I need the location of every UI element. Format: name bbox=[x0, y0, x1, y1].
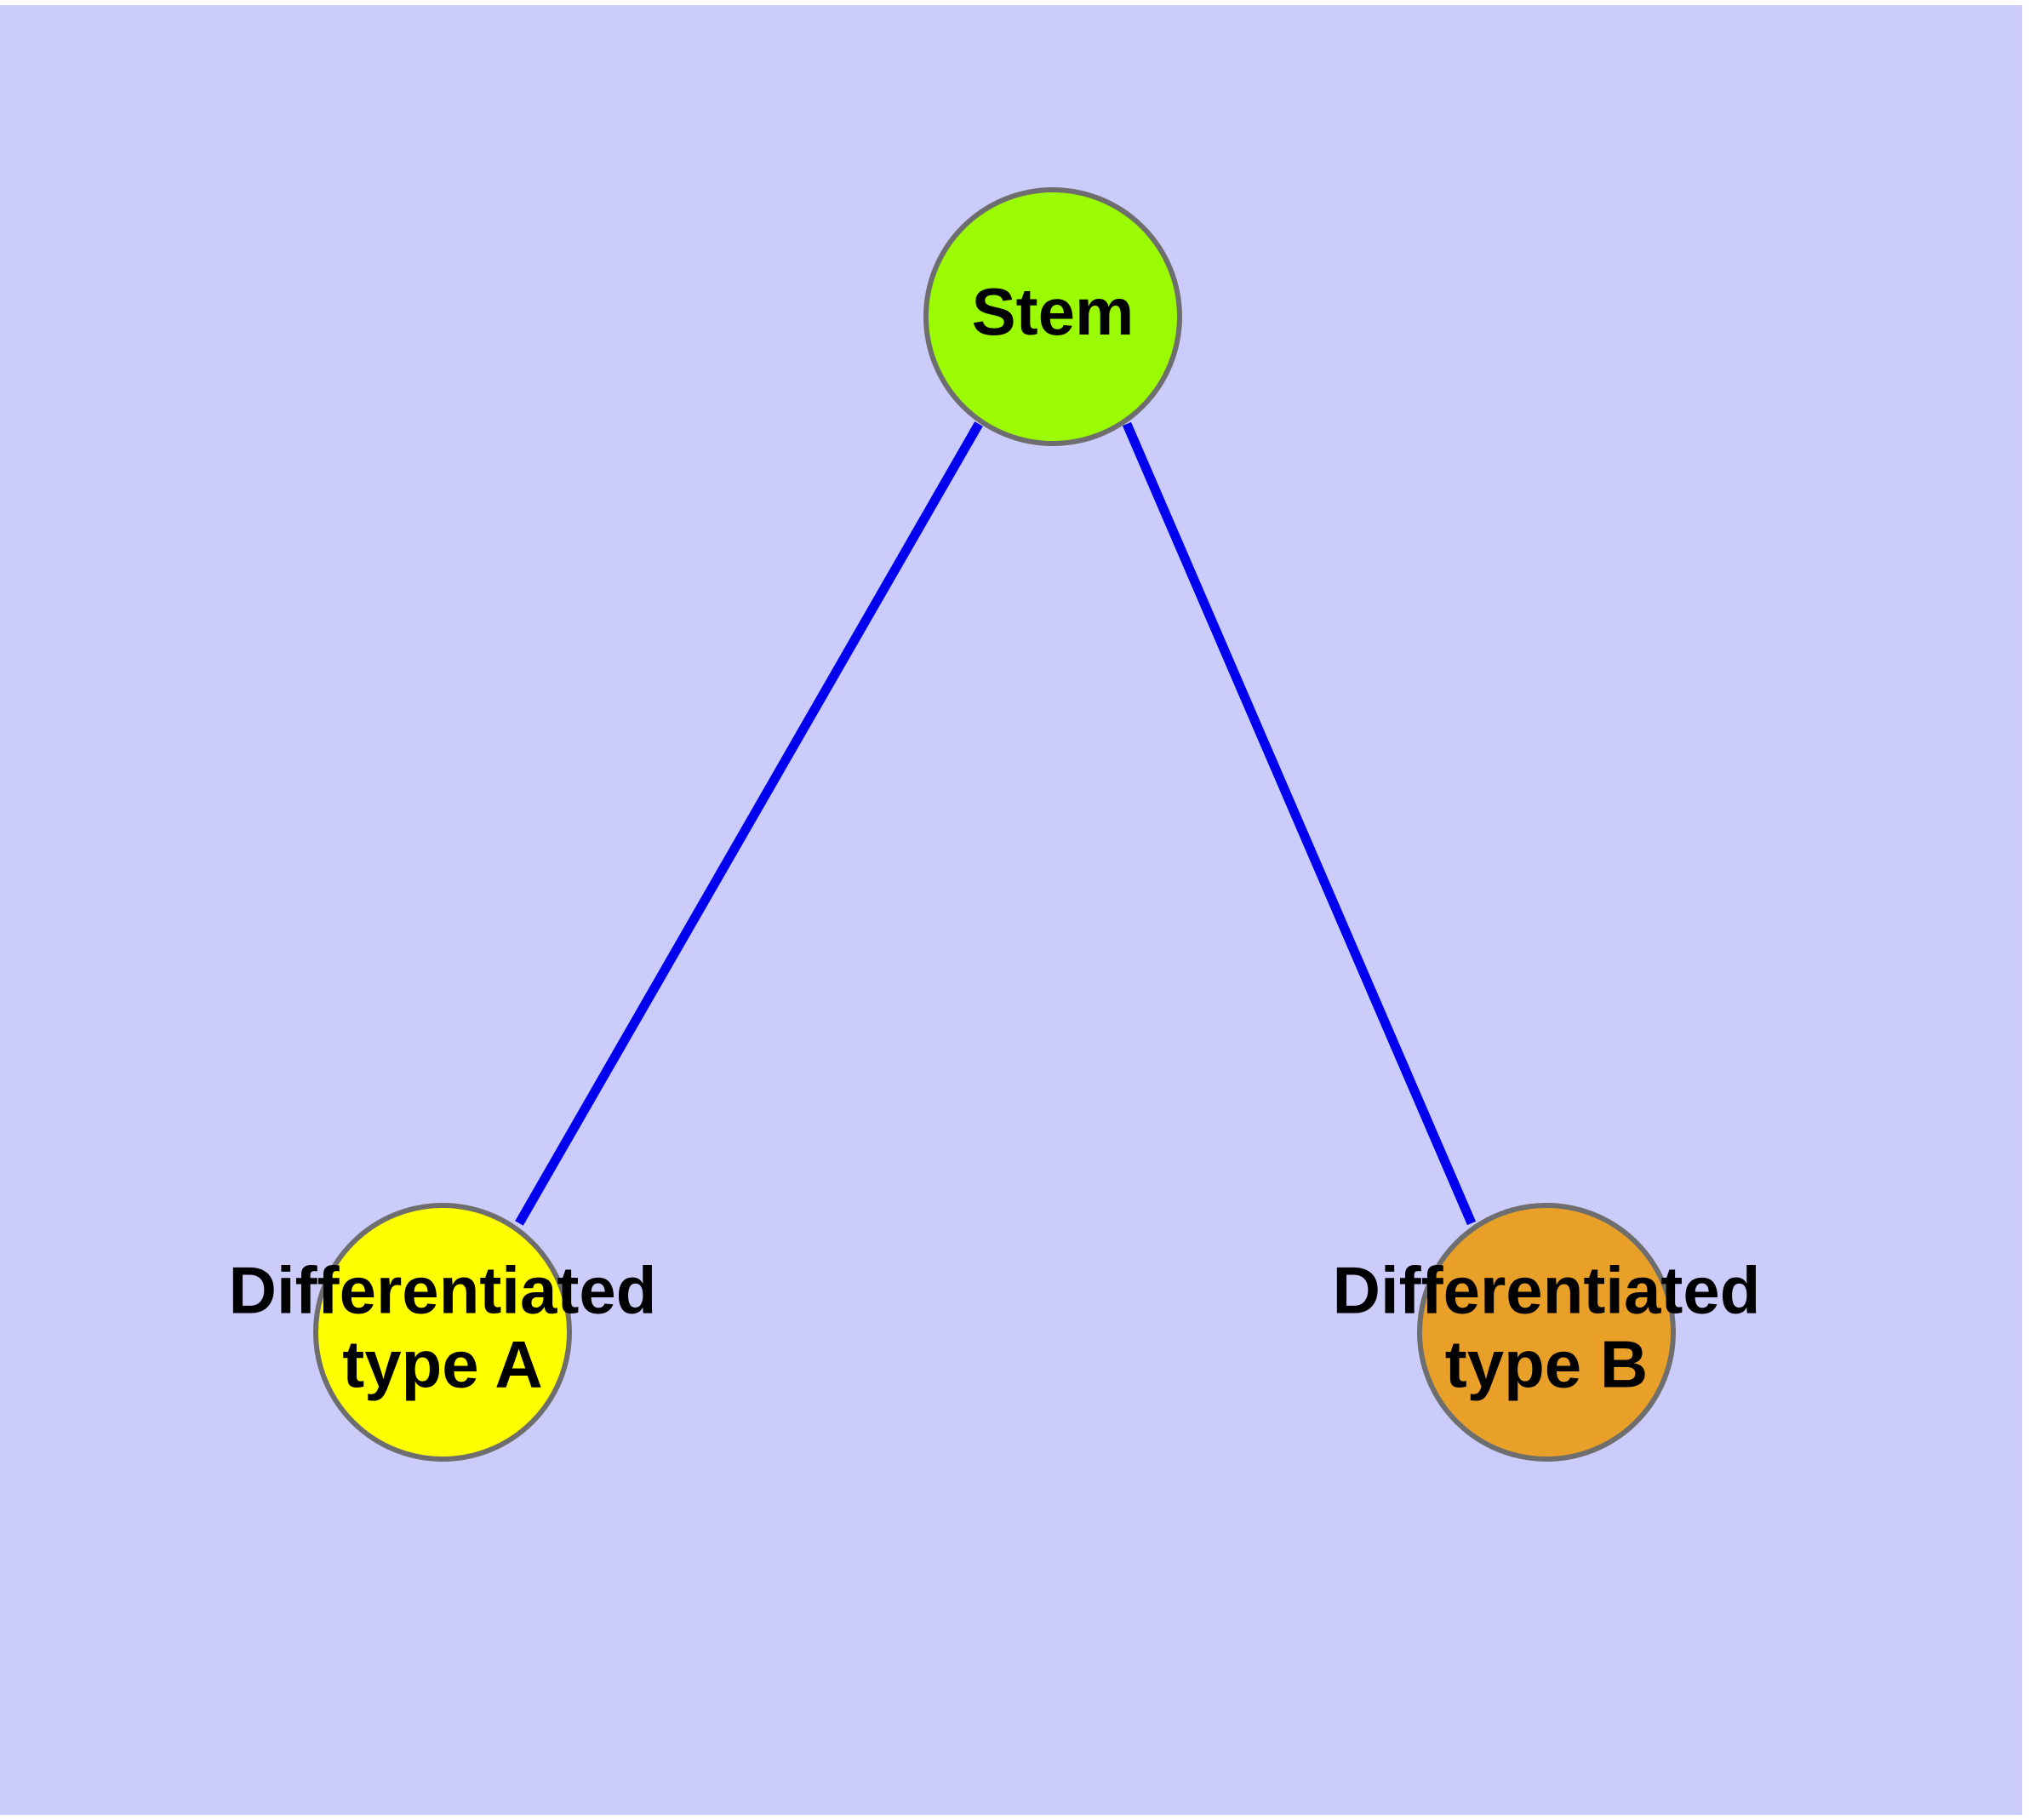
edge-layer bbox=[515, 421, 1477, 1226]
graph-edge-stem-to-diff_a[interactable] bbox=[515, 421, 983, 1226]
graph-node-label-line: type A bbox=[342, 1326, 543, 1401]
graph-node-label-line: Differentiated bbox=[229, 1252, 657, 1327]
graph-node-label-line: Stem bbox=[972, 274, 1135, 349]
graph-node-diff_a[interactable] bbox=[313, 1203, 572, 1462]
graph-edge-stem-to-diff_b[interactable] bbox=[1122, 421, 1477, 1226]
graph-node-label-stem: Stem bbox=[972, 274, 1135, 349]
graph-node-label-line: Differentiated bbox=[1333, 1252, 1761, 1327]
graph-node-stem[interactable] bbox=[923, 187, 1182, 446]
graph-node-diff_b[interactable] bbox=[1417, 1203, 1676, 1462]
node-layer bbox=[313, 187, 1676, 1462]
graph-node-label-line: type B bbox=[1445, 1326, 1648, 1401]
